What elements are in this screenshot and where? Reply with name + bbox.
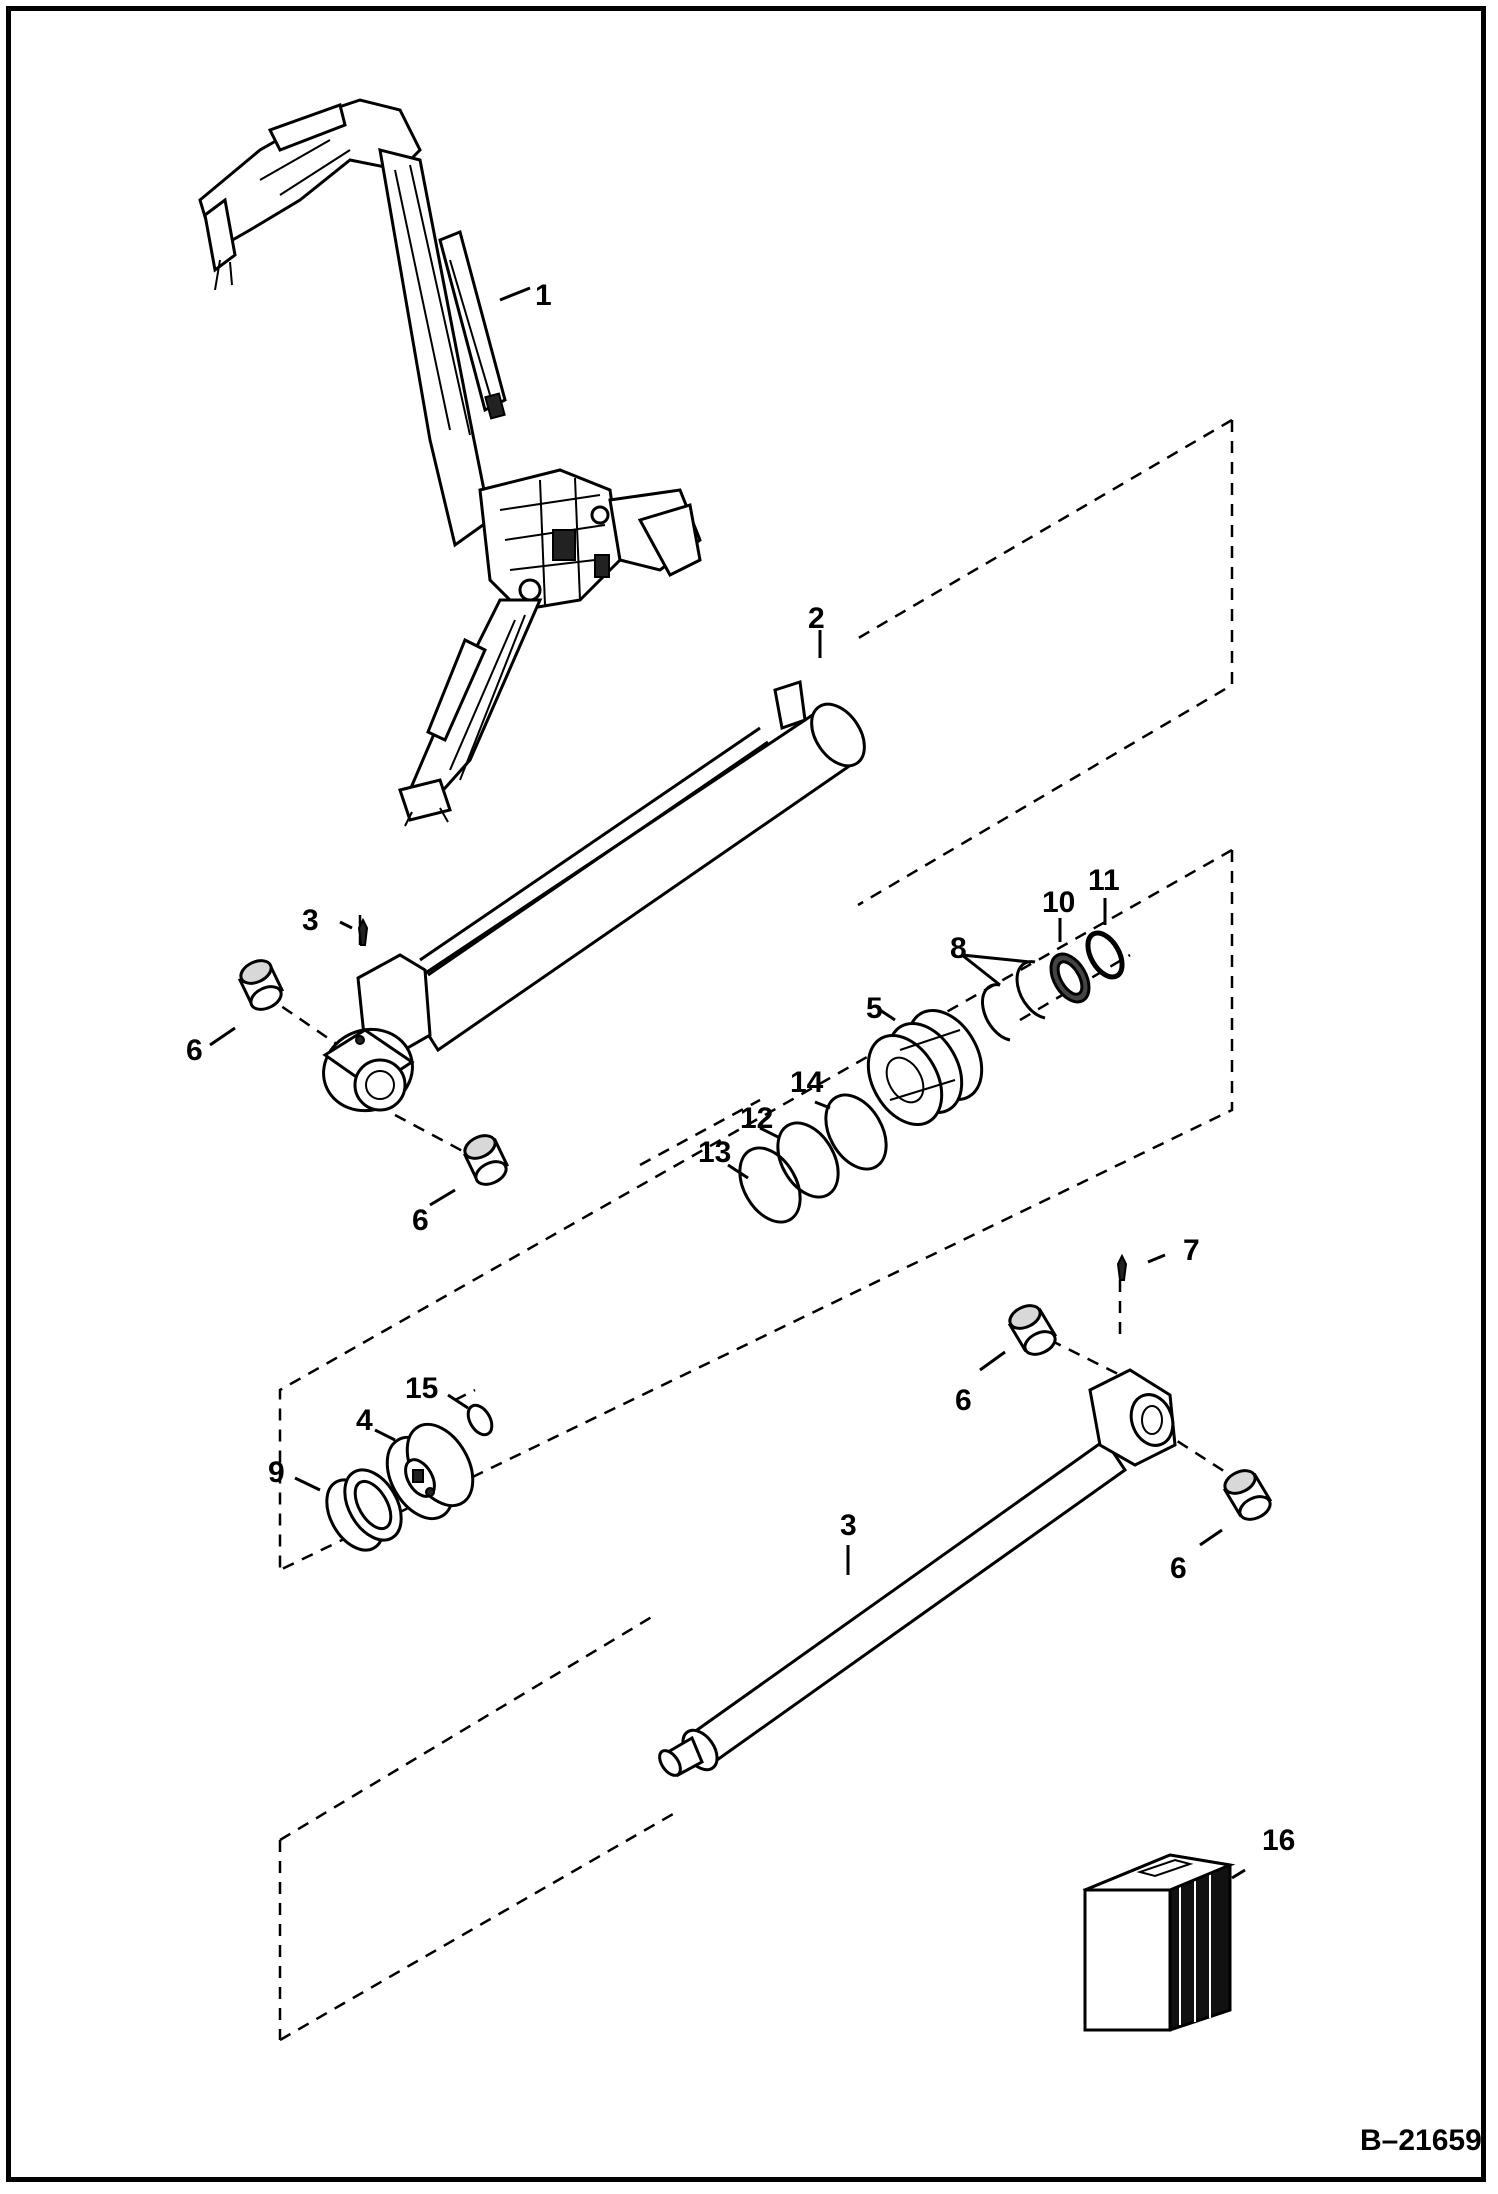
diagram-frame bbox=[6, 6, 1486, 2182]
grease-fitting-rod bbox=[1116, 1253, 1128, 1281]
rod-seal-9 bbox=[325, 1468, 403, 1552]
callout-16: 16 bbox=[1262, 1824, 1295, 1857]
callout-14: 14 bbox=[790, 1066, 824, 1099]
bushing-rod-bottom bbox=[1222, 1469, 1273, 1521]
figure-reference: B–21659 bbox=[1360, 2124, 1482, 2157]
cylinder-rod bbox=[658, 1368, 1177, 1778]
callouts: 1 2 3 3 4 5 6 6 6 6 7 8 9 10 11 12 13 14… bbox=[186, 279, 1295, 1857]
callout-5: 5 bbox=[866, 992, 883, 1025]
callout-3-rod: 3 bbox=[840, 1509, 857, 1542]
callout-12: 12 bbox=[740, 1102, 773, 1135]
bushing-upper-left bbox=[238, 959, 284, 1011]
excavator-arm-assembly bbox=[198, 98, 702, 827]
cylinder-head-4 bbox=[385, 1422, 475, 1521]
callout-6-lower: 6 bbox=[412, 1204, 429, 1237]
retaining-rings-8 bbox=[981, 960, 1046, 1042]
callout-1: 1 bbox=[535, 279, 552, 312]
callout-15: 15 bbox=[405, 1372, 438, 1405]
callout-8: 8 bbox=[950, 932, 967, 965]
callout-2: 2 bbox=[808, 602, 825, 635]
seal-ring-13 bbox=[738, 1146, 802, 1224]
callout-6-upper: 6 bbox=[186, 1034, 203, 1067]
o-ring-15 bbox=[466, 1403, 494, 1437]
callout-9: 9 bbox=[268, 1456, 285, 1489]
seal-kit-box bbox=[1082, 1853, 1236, 2032]
bushing-lower-center bbox=[463, 1134, 509, 1186]
o-ring-14 bbox=[824, 1093, 888, 1171]
callout-4: 4 bbox=[356, 1404, 373, 1437]
callout-6-rod-bottom: 6 bbox=[1170, 1552, 1187, 1585]
bushing-rod-top bbox=[1007, 1304, 1058, 1356]
callout-10: 10 bbox=[1042, 886, 1075, 919]
cylinder-barrel bbox=[322, 680, 866, 1113]
alignment-guides bbox=[253, 418, 1234, 2042]
callout-3-fitting: 3 bbox=[302, 904, 319, 937]
callout-13: 13 bbox=[698, 1136, 731, 1169]
wear-ring-10 bbox=[1049, 952, 1091, 1004]
callout-11: 11 bbox=[1088, 864, 1120, 897]
seal-11 bbox=[1085, 930, 1125, 980]
backup-ring-12 bbox=[776, 1121, 840, 1199]
grease-fitting-barrel bbox=[357, 917, 369, 946]
leader-lines bbox=[209, 286, 1246, 1880]
callout-7: 7 bbox=[1183, 1234, 1200, 1267]
piston-head bbox=[866, 1008, 984, 1127]
callout-6-rod-top: 6 bbox=[955, 1384, 972, 1417]
